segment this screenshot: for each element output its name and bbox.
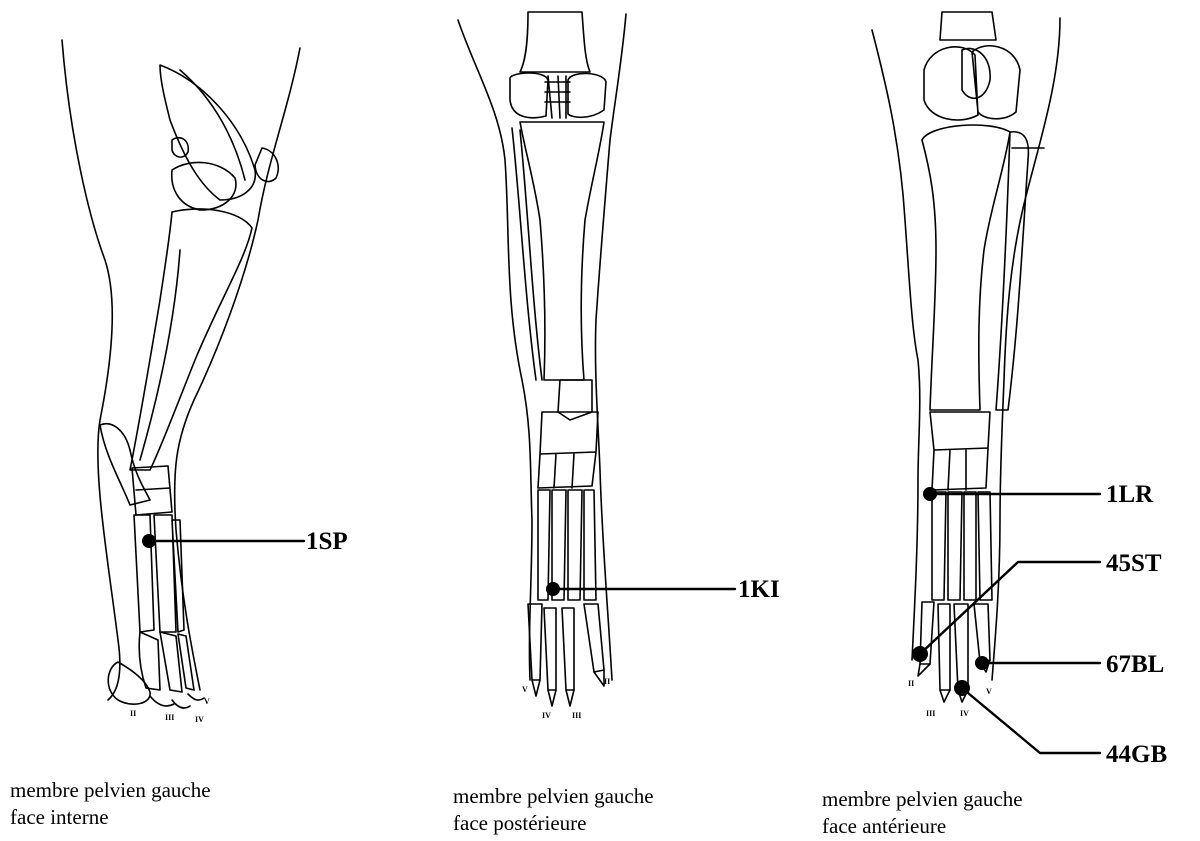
- fibula-bone: [140, 250, 180, 460]
- limb-internal-view: [62, 40, 300, 708]
- digit-mark: IV: [542, 711, 551, 720]
- skin-outline-left: [872, 30, 920, 660]
- leader-line-44gb: [962, 688, 1100, 753]
- point-marker-1ki: [546, 582, 560, 596]
- point-marker-44gb: [954, 680, 970, 696]
- digit-mark: V: [522, 685, 528, 694]
- fibula-bone: [512, 128, 542, 380]
- digit-mark: III: [165, 713, 174, 722]
- caption-anterior-view: membre pelvien gauche face antérieure: [822, 786, 1023, 840]
- caption-posterior-view: membre pelvien gauche face postérieure: [453, 783, 654, 837]
- femur-bone: [520, 12, 590, 72]
- limb-anterior-view: [872, 12, 1060, 702]
- digit-mark: V: [204, 697, 210, 706]
- skin-outline-right: [595, 14, 626, 680]
- caption-internal-view: membre pelvien gauche face interne: [10, 777, 211, 831]
- caption-line: membre pelvien gauche: [10, 777, 211, 804]
- point-marker-45st: [912, 646, 928, 662]
- tibia-bone: [922, 125, 1010, 410]
- paw-digits: [920, 602, 990, 690]
- skin-outline-caudal: [175, 48, 300, 690]
- leader-lines: [149, 494, 1100, 753]
- metatarsal-bones: [538, 490, 596, 600]
- paw-digits: [528, 604, 604, 690]
- femoral-condyles: [924, 46, 1020, 120]
- femur-bone: [160, 65, 255, 200]
- point-label-1lr: 1LR: [1106, 481, 1154, 508]
- tibia-bone: [520, 122, 604, 380]
- tarsal-bones: [930, 412, 990, 490]
- caption-line: face antérieure: [822, 813, 1023, 840]
- calcaneus-bone: [100, 424, 150, 505]
- metatarsal-bones: [932, 492, 992, 600]
- fabella-bone: [172, 138, 188, 157]
- caption-line: membre pelvien gauche: [822, 786, 1023, 813]
- paw-digits: [139, 632, 194, 692]
- tarsal-bones: [538, 412, 598, 488]
- digit-mark: V: [986, 687, 992, 696]
- caption-line: face postérieure: [453, 810, 654, 837]
- claws: [150, 694, 204, 708]
- skin-outline-left: [458, 20, 532, 680]
- femoral-condyle: [172, 162, 236, 210]
- claws: [532, 670, 604, 706]
- calcaneus-bone: [558, 380, 592, 420]
- digit-mark: IV: [195, 715, 204, 724]
- skin-outline-cranial: [62, 40, 120, 700]
- point-label-44gb: 44GB: [1106, 741, 1167, 768]
- tarsal-bones: [132, 466, 172, 515]
- point-label-1ki: 1KI: [738, 576, 780, 603]
- intercondylar-hatch: [545, 76, 570, 118]
- skin-outline-right: [992, 18, 1060, 680]
- digit-mark: II: [604, 677, 610, 686]
- point-label-45st: 45ST: [1106, 550, 1162, 577]
- digit-mark: III: [572, 711, 581, 720]
- point-marker-1lr: [923, 487, 937, 501]
- caption-line: face interne: [10, 804, 211, 831]
- leader-line-45st: [920, 562, 1100, 654]
- femur-bone: [940, 12, 996, 40]
- point-label-67bl: 67BL: [1106, 651, 1164, 678]
- point-marker-67bl: [975, 656, 989, 670]
- digit-mark: III: [926, 709, 935, 718]
- digit-mark: II: [130, 709, 136, 718]
- point-marker-1sp: [142, 534, 156, 548]
- point-label-1sp: 1SP: [306, 528, 348, 555]
- limb-posterior-view: [458, 12, 626, 706]
- digit-mark: IV: [960, 709, 969, 718]
- caption-line: membre pelvien gauche: [453, 783, 654, 810]
- digit-mark: II: [908, 679, 914, 688]
